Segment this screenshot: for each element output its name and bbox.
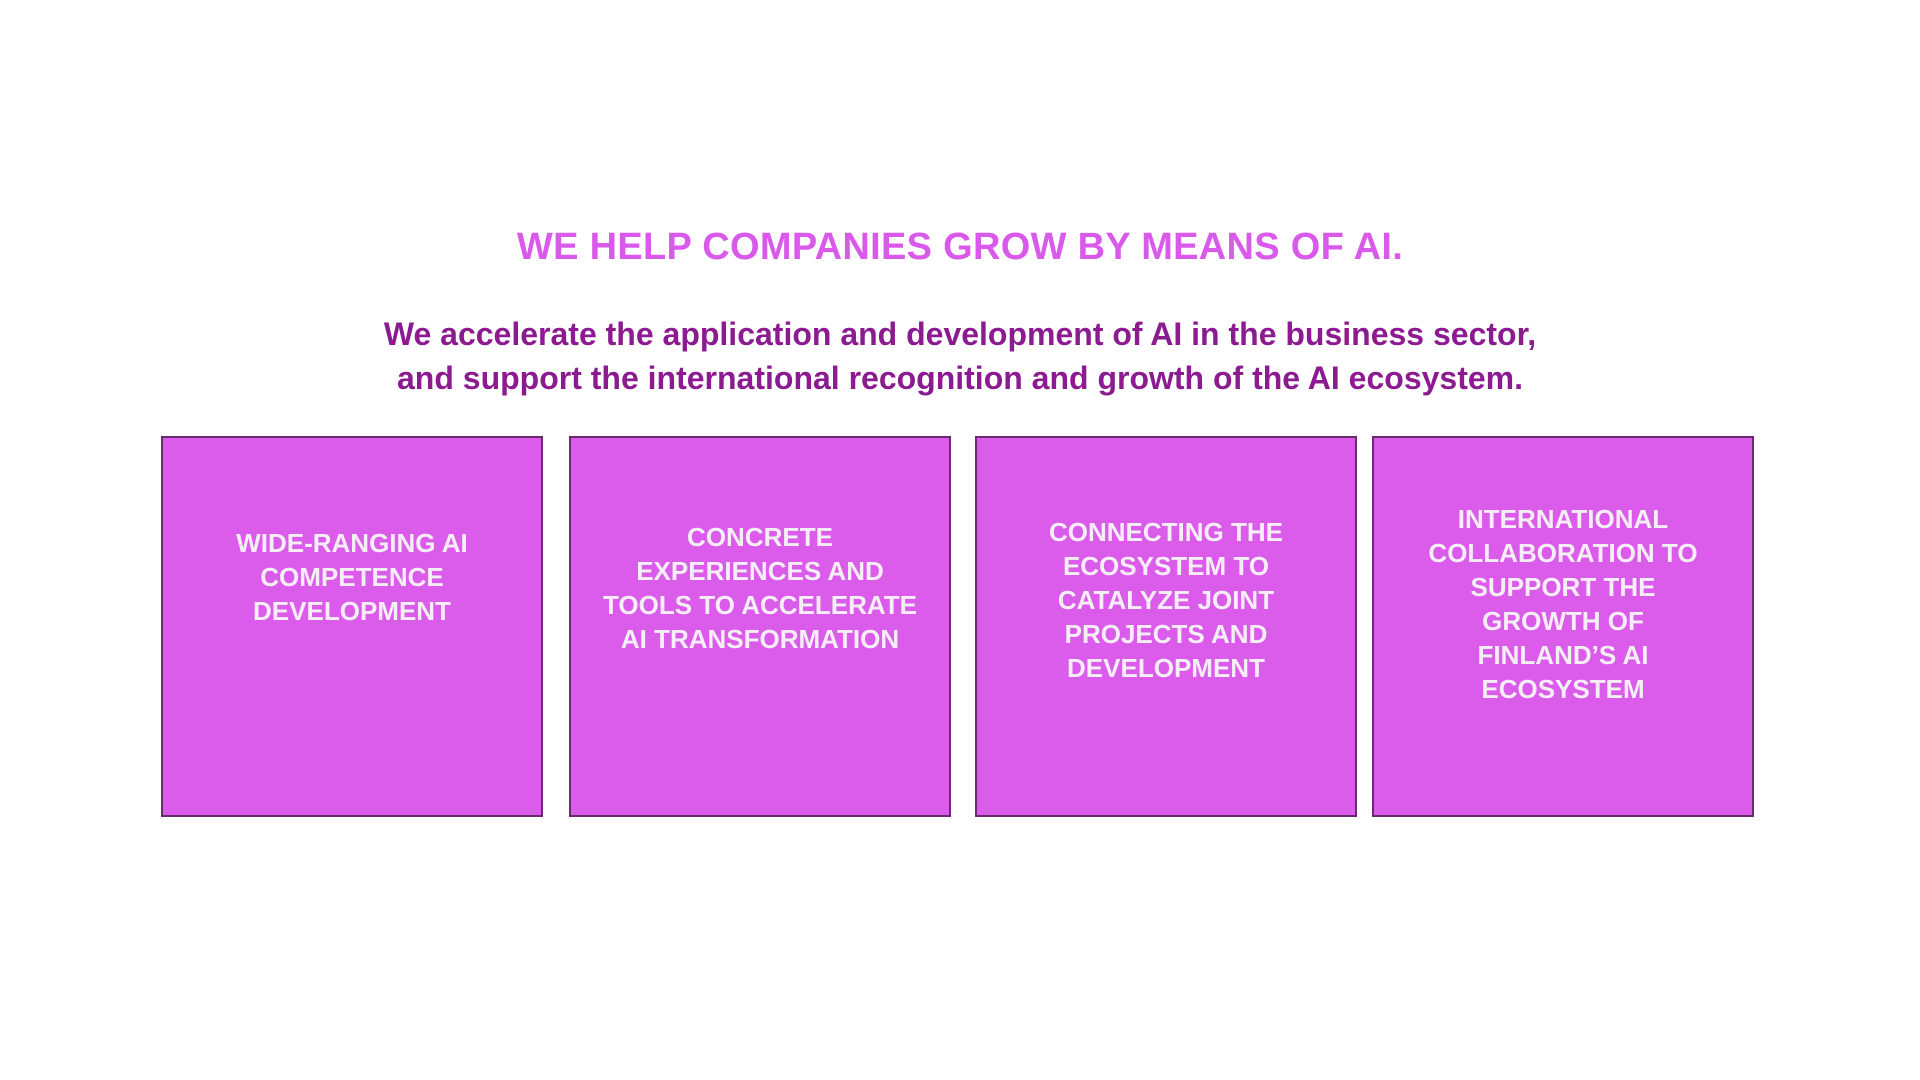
card-competence: WIDE-RANGING AI COMPETENCE DEVELOPMENT [161, 436, 543, 817]
card-label: WIDE-RANGING AI COMPETENCE DEVELOPMENT [236, 528, 468, 626]
subheading-line-2: and support the international recognitio… [397, 360, 1523, 396]
subheading: We accelerate the application and develo… [0, 312, 1920, 400]
card-label: INTERNATIONAL COLLABORATION TO SUPPORT T… [1428, 504, 1698, 704]
card-international: INTERNATIONAL COLLABORATION TO SUPPORT T… [1372, 436, 1754, 817]
card-label: CONNECTING THE ECOSYSTEM TO CATALYZE JOI… [1049, 517, 1283, 683]
card-ecosystem: CONNECTING THE ECOSYSTEM TO CATALYZE JOI… [975, 436, 1357, 817]
card-label: CONCRETE EXPERIENCES AND TOOLS TO ACCELE… [603, 522, 917, 654]
subheading-line-1: We accelerate the application and develo… [383, 316, 1537, 352]
card-tools: CONCRETE EXPERIENCES AND TOOLS TO ACCELE… [569, 436, 951, 817]
page-heading: WE HELP COMPANIES GROW BY MEANS OF AI. [516, 226, 1404, 268]
